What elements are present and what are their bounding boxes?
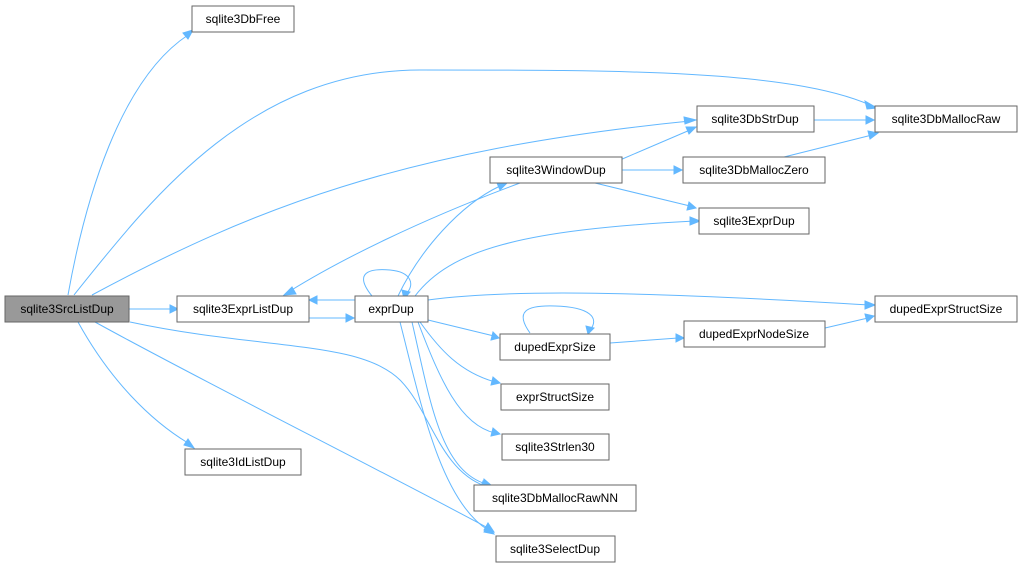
edge-srclistdup-selectdup xyxy=(94,321,496,533)
node-sqlite3exprdup[interactable]: sqlite3ExprDup xyxy=(698,207,810,235)
node-label: sqlite3ExprListDup xyxy=(193,302,293,316)
node-label: sqlite3DbMallocRawNN xyxy=(492,491,618,505)
edge-windowdup-exprlistdup xyxy=(282,182,521,296)
node-sqlite3windowdup[interactable]: sqlite3WindowDup xyxy=(489,156,623,184)
node-label: sqlite3IdListDup xyxy=(200,455,286,469)
node-dupedexprstructsize[interactable]: dupedExprStructSize xyxy=(874,295,1018,323)
edge-windowdup-dbstrdup xyxy=(619,126,698,161)
node-sqlite3exprlistdup[interactable]: sqlite3ExprListDup xyxy=(176,295,310,323)
edge-exprdup-exprlistdup xyxy=(307,295,355,305)
node-label: sqlite3ExprDup xyxy=(713,214,795,228)
edge-dbstrdup-dbmallocraw xyxy=(814,115,876,125)
node-sqlite3selectdup[interactable]: sqlite3SelectDup xyxy=(495,535,616,563)
edges xyxy=(67,29,880,535)
edge-exprdup-windowdup xyxy=(397,182,509,297)
node-sqlite3srclistdup[interactable]: sqlite3SrcListDup xyxy=(4,295,130,323)
node-label: sqlite3DbStrDup xyxy=(711,112,799,126)
node-label: sqlite3Strlen30 xyxy=(515,440,595,454)
edge-srclistdup-idlistdup xyxy=(77,321,196,449)
node-label: sqlite3DbMallocRaw xyxy=(892,112,1001,126)
node-sqlite3dbmalloczero[interactable]: sqlite3DbMallocZero xyxy=(682,156,826,184)
edge-srclistdup-dbmallocraw xyxy=(73,69,879,296)
nodes: sqlite3SrcListDup sqlite3DbFree sqlite3E… xyxy=(4,5,1018,563)
node-dupedexprnodesize[interactable]: dupedExprNodeSize xyxy=(683,320,826,348)
node-sqlite3strlen30[interactable]: sqlite3Strlen30 xyxy=(501,433,610,461)
edge-exprdup-exprstructsize xyxy=(419,321,502,386)
node-sqlite3idlistdup[interactable]: sqlite3IdListDup xyxy=(184,448,302,476)
node-label: sqlite3WindowDup xyxy=(506,163,606,177)
node-label: exprStructSize xyxy=(516,390,594,404)
edge-dupedexprsize-dupedexprnodesize xyxy=(609,333,686,344)
node-exprstructsize[interactable]: exprStructSize xyxy=(500,383,610,411)
node-sqlite3dbmallocrawnn[interactable]: sqlite3DbMallocRawNN xyxy=(473,484,637,512)
node-dupedexprsize[interactable]: dupedExprSize xyxy=(499,333,611,361)
node-label: exprDup xyxy=(368,302,414,316)
edge-dbmalloczero-dbmallocraw xyxy=(779,130,880,159)
node-exprdup[interactable]: exprDup xyxy=(354,295,429,323)
node-label: dupedExprNodeSize xyxy=(699,327,809,341)
edge-exprdup-dupedexprstructsize xyxy=(427,292,877,310)
edge-windowdup-dbmalloczero xyxy=(622,165,684,175)
node-sqlite3dbmallocraw[interactable]: sqlite3DbMallocRaw xyxy=(874,105,1018,133)
edge-exprdup-dupedexprsize xyxy=(427,319,500,341)
edge-exprdup-sqlite3exprdup xyxy=(414,216,702,297)
edge-srclistdup-dbmallocrawnn xyxy=(129,321,493,490)
node-label: dupedExprSize xyxy=(514,340,596,354)
node-label: sqlite3SelectDup xyxy=(510,542,600,556)
edge-exprlistdup-exprdup xyxy=(309,313,356,323)
edge-srclistdup-dbfree xyxy=(67,29,195,296)
edge-exprdup-strlen30 xyxy=(417,321,502,437)
node-label: sqlite3DbFree xyxy=(206,12,281,26)
node-sqlite3dbfree[interactable]: sqlite3DbFree xyxy=(191,5,295,33)
edge-dupedexprnodesize-dupedexprstructsize xyxy=(824,313,876,329)
edge-exprdup-dbmallocrawnn xyxy=(411,321,494,488)
edge-exprdup-selectdup xyxy=(399,321,496,535)
node-label: sqlite3DbMallocZero xyxy=(699,163,809,177)
edge-dupedexprsize-self xyxy=(522,305,595,335)
node-label: sqlite3SrcListDup xyxy=(20,302,114,316)
edge-srclistdup-exprlistdup xyxy=(129,304,180,314)
edge-srclistdup-dbstrdup xyxy=(91,116,698,296)
edge-windowdup-sqlite3exprdup xyxy=(594,182,698,211)
node-label: dupedExprStructSize xyxy=(890,302,1003,316)
node-sqlite3dbstrdup[interactable]: sqlite3DbStrDup xyxy=(696,105,815,133)
